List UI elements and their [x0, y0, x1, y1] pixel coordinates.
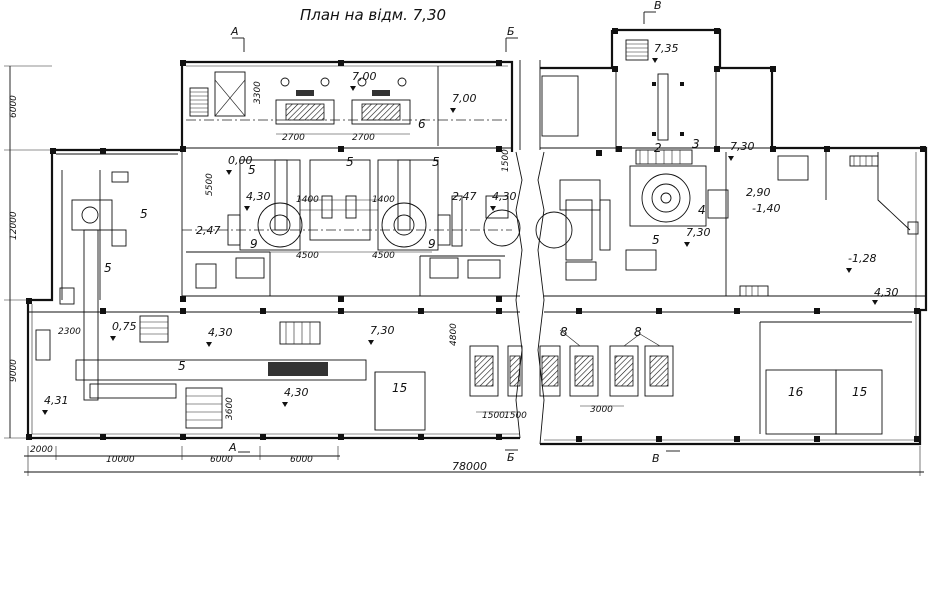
svg-text:1500: 1500	[482, 411, 505, 421]
svg-text:А: А	[228, 441, 237, 454]
svg-text:9000: 9000	[9, 359, 19, 382]
right-building-walls	[537, 28, 928, 446]
left-building-walls	[26, 60, 523, 440]
inner-dimensions: 2700 2700 3300 5500 1400 1400 4500 4500 …	[58, 81, 624, 421]
svg-text:5: 5	[652, 233, 660, 247]
svg-text:5: 5	[140, 207, 148, 221]
svg-text:7,00: 7,00	[352, 70, 377, 83]
svg-text:6000: 6000	[9, 95, 19, 118]
svg-text:10000: 10000	[106, 455, 135, 465]
svg-text:5: 5	[104, 261, 112, 275]
svg-text:5: 5	[178, 359, 186, 373]
dimension-chain-vertical: 6000 12000 9000	[4, 65, 52, 439]
section-marker-v-bottom: В	[652, 450, 680, 465]
section-marker-v-top: В	[643, 0, 662, 24]
section-marker-b-bottom: Б	[505, 449, 518, 464]
svg-text:1400: 1400	[296, 195, 319, 205]
tower-equipment	[541, 39, 684, 141]
right-edge-boiler	[535, 199, 611, 281]
svg-text:2300: 2300	[58, 327, 81, 337]
svg-text:В: В	[652, 452, 660, 465]
rooms-16-15-right	[765, 369, 883, 435]
svg-text:3: 3	[692, 137, 700, 151]
middle-equipment	[182, 159, 512, 241]
svg-text:4,30: 4,30	[208, 326, 233, 339]
svg-text:1400: 1400	[372, 195, 395, 205]
svg-text:0,75: 0,75	[112, 320, 137, 333]
stairs-bottom-left	[35, 263, 321, 429]
svg-text:Б: Б	[507, 451, 515, 464]
svg-text:0,00: 0,00	[228, 154, 253, 167]
svg-text:4800: 4800	[449, 323, 459, 346]
section-marker-a-top: А	[230, 25, 245, 52]
stairs-right	[739, 155, 919, 297]
svg-text:7,35: 7,35	[654, 42, 679, 55]
left-columns	[26, 60, 502, 440]
svg-text:3000: 3000	[590, 405, 613, 415]
svg-text:3300: 3300	[253, 81, 263, 104]
svg-text:4500: 4500	[296, 251, 319, 261]
svg-text:5: 5	[432, 155, 440, 169]
right-columns	[576, 28, 926, 442]
svg-text:6000: 6000	[210, 455, 233, 465]
svg-text:2700: 2700	[282, 133, 305, 143]
svg-text:4,30: 4,30	[492, 190, 517, 203]
svg-text:А: А	[230, 25, 239, 38]
svg-text:9: 9	[428, 237, 436, 251]
svg-text:4,30: 4,30	[284, 386, 309, 399]
svg-text:2,90: 2,90	[746, 186, 771, 199]
svg-text:-1,28: -1,28	[848, 252, 876, 265]
svg-text:4,31: 4,31	[44, 394, 69, 407]
equipment-5-duct	[71, 171, 367, 401]
right-edge-unit	[451, 195, 521, 279]
svg-text:7,00: 7,00	[452, 92, 477, 105]
boiler-unit-1	[227, 159, 303, 279]
svg-text:4500: 4500	[372, 251, 395, 261]
svg-text:1500: 1500	[504, 411, 527, 421]
svg-text:2000: 2000	[30, 445, 53, 455]
reference-labels: 6 5 5 5 5 5 5 5 9 9 3 4 2 8 8 15 16 15	[104, 117, 867, 399]
svg-text:7,30: 7,30	[370, 324, 395, 337]
room-15-left	[374, 371, 426, 431]
equipment-4	[559, 149, 729, 271]
svg-text:4,30: 4,30	[874, 286, 899, 299]
svg-text:2,47: 2,47	[452, 190, 477, 203]
svg-text:9: 9	[250, 237, 258, 251]
svg-text:12000: 12000	[9, 211, 19, 240]
svg-text:2: 2	[654, 141, 662, 155]
svg-text:7,30: 7,30	[730, 140, 755, 153]
svg-text:В: В	[654, 0, 662, 12]
equipment-6	[186, 71, 508, 125]
svg-text:6: 6	[418, 117, 426, 131]
svg-text:6000: 6000	[290, 455, 313, 465]
dimension-chain-horizontal: 2000 10000 6000 6000 78000	[24, 445, 924, 476]
svg-text:5500: 5500	[205, 173, 215, 196]
svg-text:-1,40: -1,40	[752, 202, 780, 215]
svg-text:8: 8	[634, 325, 642, 339]
svg-text:78000: 78000	[452, 460, 487, 473]
svg-text:5: 5	[346, 155, 354, 169]
svg-text:15: 15	[852, 385, 867, 399]
svg-text:2,47: 2,47	[196, 224, 221, 237]
level-marks: 7,00 7,00 7,35 7,30 7,30 7,30 0,00 4,30 …	[42, 42, 899, 415]
plan-title: План на відм. 7,30	[300, 6, 446, 24]
svg-text:16: 16	[788, 385, 804, 399]
section-marker-b-top: Б	[505, 25, 518, 52]
svg-text:5: 5	[248, 163, 256, 177]
svg-text:4,30: 4,30	[246, 190, 271, 203]
section-marker-a-bottom: А	[228, 441, 250, 454]
svg-text:8: 8	[560, 325, 568, 339]
svg-text:15: 15	[392, 381, 407, 395]
svg-text:Б: Б	[507, 25, 515, 38]
svg-text:4: 4	[698, 203, 706, 217]
svg-text:1500: 1500	[501, 149, 511, 172]
svg-text:3600: 3600	[225, 397, 235, 420]
equipment-8-units	[469, 329, 674, 397]
svg-text:2700: 2700	[352, 133, 375, 143]
stair-top-left	[189, 87, 209, 117]
svg-text:7,30: 7,30	[686, 226, 711, 239]
